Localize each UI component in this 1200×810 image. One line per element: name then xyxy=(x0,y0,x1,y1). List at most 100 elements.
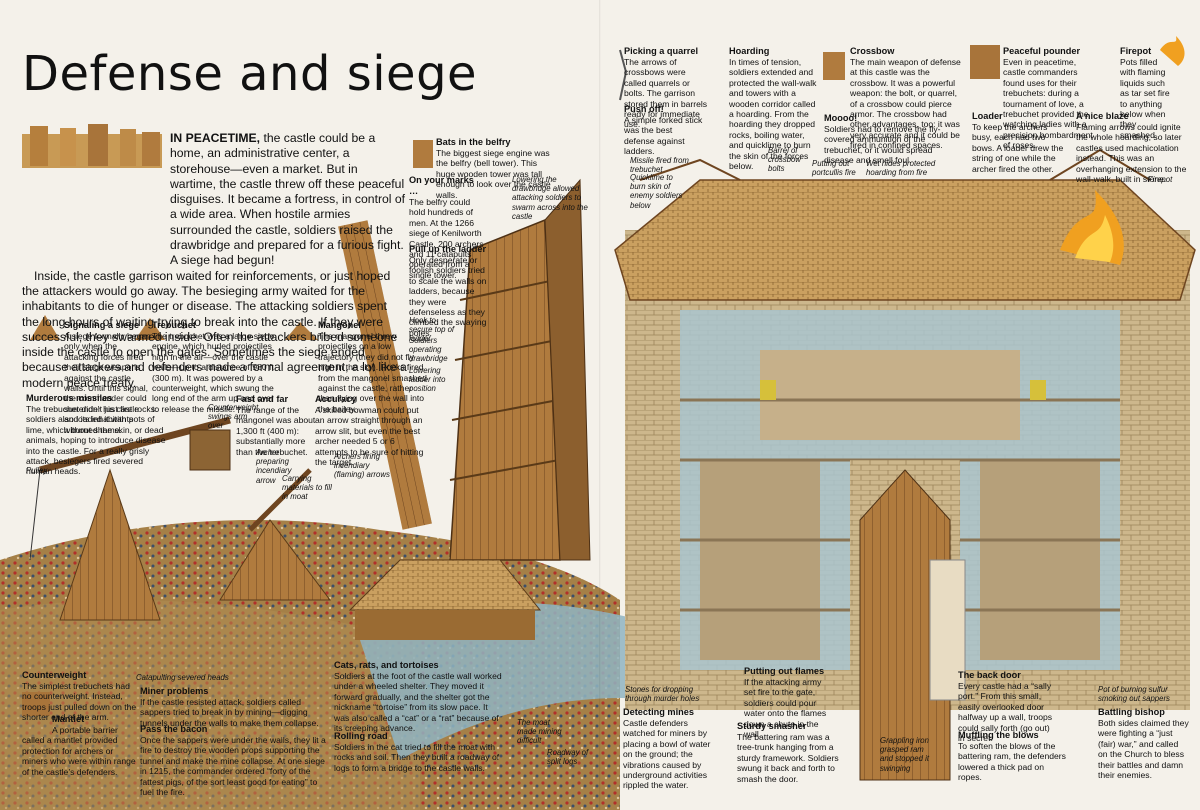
caption-loader-title: Loader xyxy=(972,111,1003,121)
hoarding-fire xyxy=(1060,36,1185,265)
caption-backdoor: The back door Every castle had a “sally … xyxy=(958,670,1058,743)
caption-onyourmarks-text: The belfry could hold hundreds of men. A… xyxy=(409,197,484,280)
caption-pushoff: Push off! A simple forked stick was the … xyxy=(624,104,704,157)
caption-blaze-title: A nice blaze xyxy=(1076,111,1129,121)
intro-paragraph-2: Inside, the castle garrison waited for r… xyxy=(22,268,407,390)
belfry-tower xyxy=(338,178,591,561)
intro-text: IN PEACETIME, the castle could be a home… xyxy=(22,131,407,391)
label-firing: Archers firing incendiary (flaming) arro… xyxy=(334,452,390,480)
caption-trebuchet-title: Trebuchet xyxy=(152,320,196,330)
caption-loader: Loader To keep the archers busy, each ha… xyxy=(972,111,1068,174)
caption-mangonel: Mangonel The mangonel threw projectiles … xyxy=(318,320,428,414)
caption-rolling-title: Rolling road xyxy=(334,731,388,741)
caption-bishop: Battling bishop Both sides claimed they … xyxy=(1098,707,1190,780)
caption-mantlet-title: Mantlet xyxy=(52,714,85,724)
caption-crossbow-text: The main weapon of defense at this castl… xyxy=(850,57,961,151)
caption-counterweight: Counterweight The simplest trebuchets ha… xyxy=(22,670,138,723)
caption-detecting-text: Castle defenders watched for miners by p… xyxy=(623,718,711,791)
caption-miner-text: If the castle resisted attack, soldiers … xyxy=(140,697,319,728)
label-pulley: Pulley xyxy=(26,466,48,475)
caption-backdoor-title: The back door xyxy=(958,670,1021,680)
caption-trebuchet: Trebuchet The trebuchet was a large sieg… xyxy=(152,320,277,414)
caption-crossbow: Crossbow The main weapon of defense at t… xyxy=(850,46,962,151)
label-operating: Soldiers operating drawbridge xyxy=(409,336,448,364)
caption-muffling-text: To soften the blows of the battering ram… xyxy=(958,741,1066,783)
caption-belfry-text: The biggest siege engine was the belfry … xyxy=(436,148,551,200)
cat-shelter xyxy=(348,559,542,640)
moat xyxy=(360,602,660,760)
caption-bacon: Pass the bacon Once the sappers were und… xyxy=(140,724,326,797)
caption-pounder-title: Peaceful pounder xyxy=(1003,46,1081,56)
caption-signaling-title: Signaling a siege xyxy=(64,320,140,330)
caption-flames: Putting out flames If the attacking army… xyxy=(744,666,834,739)
caption-bishop-text: Both sides claimed they were fighting a … xyxy=(1098,718,1189,781)
caption-signaling: Signaling a siege A siege formally began… xyxy=(64,320,152,435)
label-swings: Counterweight swings arm over xyxy=(208,403,259,431)
label-firepot: Firepot xyxy=(1148,175,1173,184)
page-title: Defense and siege xyxy=(22,46,478,102)
intro-lead: IN PEACETIME, xyxy=(170,131,261,145)
towers-thumbnail xyxy=(22,124,162,168)
caption-blaze: A nice blaze Flaming arrows could ignite… xyxy=(1076,111,1190,184)
caption-muffling-title: Muffling the blows xyxy=(958,730,1039,740)
label-heads: Catapulting severed heads xyxy=(136,673,229,682)
caption-pullladder: Pull up the ladder Only desperate or foo… xyxy=(409,244,489,338)
label-lowering-drawbridge: Lowering the drawbridge allowed attackin… xyxy=(512,175,588,221)
caption-moooo-title: Moooo! xyxy=(824,113,858,123)
caption-mangonel-title: Mangonel xyxy=(318,320,361,330)
caption-belfry-title: Bats in the belfry xyxy=(436,137,511,147)
caption-onyourmarks-title: On your marks … xyxy=(409,175,474,196)
caption-pounder-text: Even in peacetime, castle commanders fou… xyxy=(1003,57,1093,151)
label-carrying: Carrying materials to fill in moat xyxy=(282,474,332,502)
caption-firepot-title: Firepot xyxy=(1120,46,1152,56)
caption-firepot-text: Pots filled with flaming liquids such as… xyxy=(1120,57,1170,140)
caption-accuracy: Accuracy A skilled bowman could put an a… xyxy=(315,394,425,467)
caption-accuracy-text: A skilled bowman could put an arrow stra… xyxy=(315,405,424,468)
caption-mantlet-text: A portable barrier called a mantlet prov… xyxy=(22,725,136,777)
caption-fastfar: Fast and far The range of the mangonel w… xyxy=(236,394,316,457)
label-roadway: Roadway of split logs xyxy=(547,748,589,767)
caption-quarrel-title: Picking a quarrel xyxy=(624,46,699,56)
caption-counterweight-title: Counterweight xyxy=(22,670,87,680)
caption-fastfar-title: Fast and far xyxy=(236,394,289,404)
caption-firepot: Firepot Pots filled with flaming liquids… xyxy=(1120,46,1174,140)
caption-flames-title: Putting out flames xyxy=(744,666,825,676)
caption-hoarding-text: In times of tension, soldiers extended a… xyxy=(729,57,817,172)
caption-flames-text: If the attacking army set fire to the ga… xyxy=(744,677,827,740)
label-lowering-ladder: Lowering ladder into position xyxy=(409,366,446,394)
caption-smasher: Sturdy smasher The battering ram was a t… xyxy=(737,721,849,784)
label-moat: The moat made mining difficult xyxy=(517,718,562,746)
caption-murderous-title: Murderous missiles xyxy=(26,393,113,403)
caption-smasher-title: Sturdy smasher xyxy=(737,721,807,731)
caption-moooo-text: Soldiers had to remove the fly-covered a… xyxy=(824,124,941,166)
label-wethides: Wet hides protected hoarding from fire xyxy=(866,159,936,178)
caption-signaling-text: A siege formally began only when the att… xyxy=(64,331,151,435)
caption-pushoff-text: A simple forked stick was the best defen… xyxy=(624,115,703,157)
caption-pullladder-text: Only desperate or foolish soldiers tried… xyxy=(409,255,487,338)
caption-fastfar-text: The range of the mangonel was about 1,30… xyxy=(236,405,316,457)
caption-blaze-text: Flaming arrows could ignite the whole ho… xyxy=(1076,122,1187,185)
caption-onyourmarks: On your marks … The belfry could hold hu… xyxy=(409,175,485,280)
label-quicklime: Quicklime to burn skin of enemy soldiers… xyxy=(630,173,683,210)
caption-muffling: Muffling the blows To soften the blows o… xyxy=(958,730,1070,783)
label-stones: Stones for dropping through murder holes xyxy=(625,685,700,704)
caption-detecting-title: Detecting mines xyxy=(623,707,694,717)
caption-miner-title: Miner problems xyxy=(140,686,209,696)
caption-detecting: Detecting mines Castle defenders watched… xyxy=(623,707,719,791)
caption-rolling: Rolling road Soldiers in the cat tried t… xyxy=(334,731,504,773)
label-barrel: Barrel of crossbow bolts xyxy=(768,146,801,174)
label-missile: Missile fired from trebuchet xyxy=(630,156,689,175)
caption-bacon-text: Once the sappers were under the walls, t… xyxy=(140,735,326,798)
caption-backdoor-text: Every castle had a “sally port.” From th… xyxy=(958,681,1053,744)
page-gutter xyxy=(599,0,601,810)
caption-hoarding-title: Hoarding xyxy=(729,46,770,56)
caption-icons xyxy=(22,45,1000,716)
caption-rolling-text: Soldiers in the cat tried to fill the mo… xyxy=(334,742,500,773)
trebuchet xyxy=(29,416,231,621)
intro-paragraph-1: the castle could be a home, an administr… xyxy=(170,131,406,268)
caption-moooo: Moooo! Soldiers had to remove the fly-co… xyxy=(824,113,956,166)
mangonel xyxy=(219,468,331,601)
label-grappling: Grappling iron grasped ram and stopped i… xyxy=(880,736,929,773)
caption-crossbow-title: Crossbow xyxy=(850,46,895,56)
